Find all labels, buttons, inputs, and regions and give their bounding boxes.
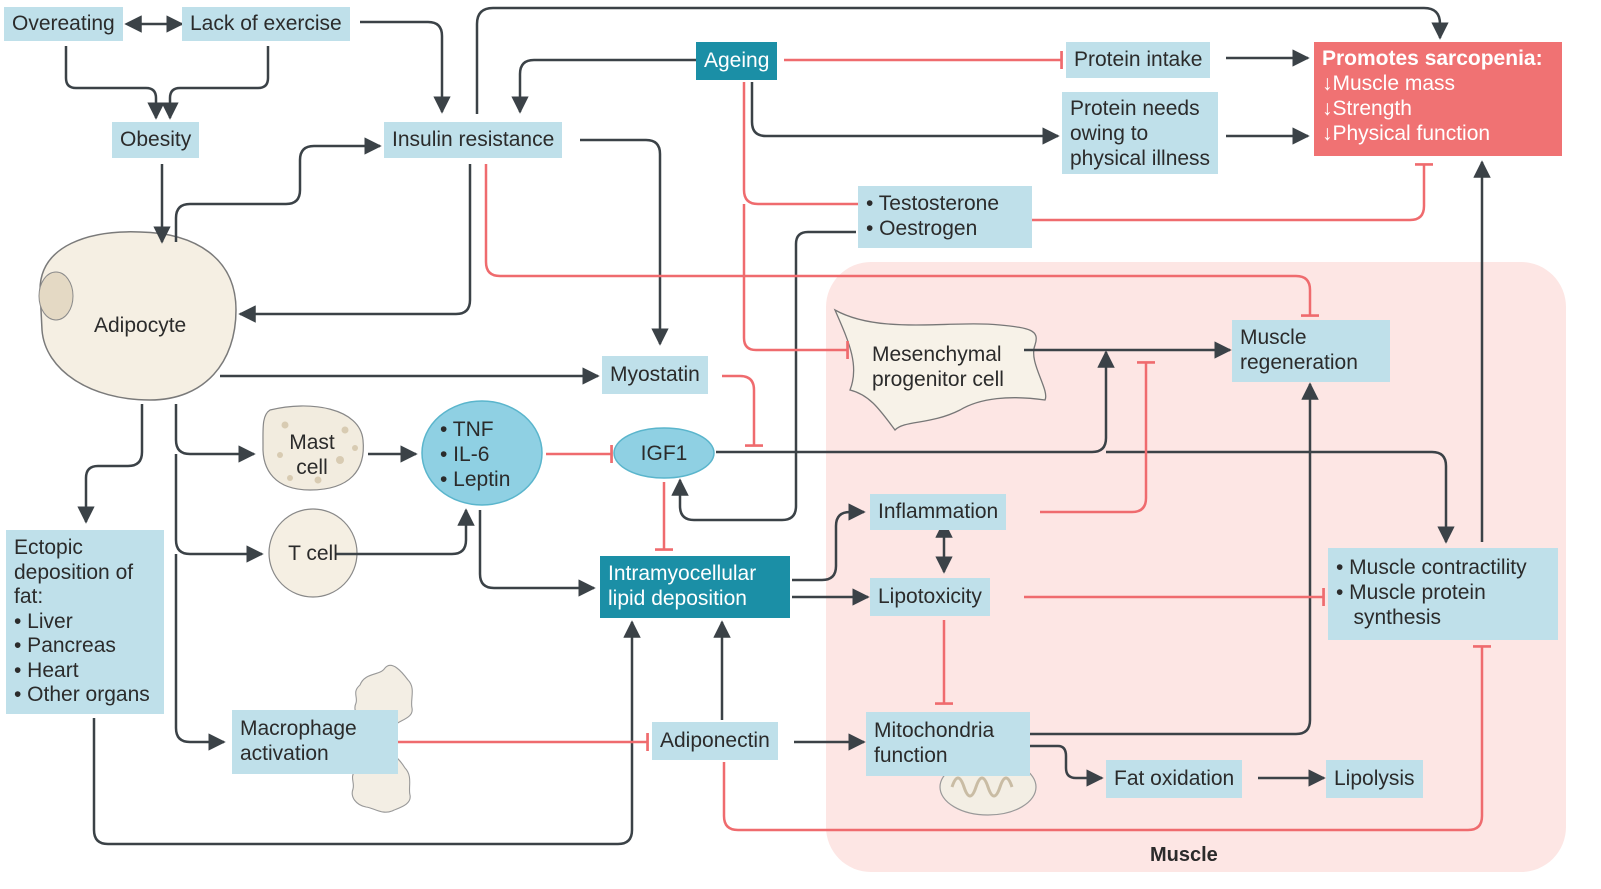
insulin-resistance-node: Insulin resistance [384,122,563,158]
lack-of-exercise-node: Lack of exercise [182,7,350,41]
adipocyte-nucleus [38,271,74,321]
overeating-node: Overeating [4,7,123,41]
ectopic-heart: • Heart [14,658,79,682]
cytokine-leptin: • Leptin [440,468,511,491]
protein-intake-node: Protein intake [1066,42,1211,78]
t-cell-label: T cell [288,542,338,565]
cytokine-bubble [421,400,543,506]
lipolysis-node: Lipolysis [1326,760,1423,798]
inflammation-node: Inflammation [870,494,1007,530]
intramyocellular-line-2: lipid deposition [608,587,747,610]
protein-needs-node: Protein needs owing to physical illness [1062,92,1219,174]
contractility-line-1: • Muscle contractility [1336,556,1527,579]
mesenchymal-cell [833,308,1047,431]
myostatin-node: Myostatin [602,356,708,394]
mitochondria-node: Mitochondria function [866,712,1030,776]
muscle-regeneration-line-1: Muscle [1240,326,1307,349]
macrophage-line-2: activation [240,742,329,765]
ectopic-line-3: fat: [14,585,44,608]
igf1-label: IGF1 [640,442,688,465]
adipocyte-label: Adipocyte [94,314,187,337]
hormones-line-2: • Oestrogen [866,217,978,240]
protein-needs-line-3: physical illness [1070,147,1211,170]
mast-cell-line-1: Mast [289,431,335,454]
protein-needs-line-2: owing to [1070,122,1149,145]
sarcopenia-line-3: ↓Physical function [1322,122,1491,145]
mast-cell-label: Mast cell [285,430,339,480]
intramyocellular-line-1: Intramyocellular [608,562,757,585]
mesenchymal-line-2: progenitor cell [872,368,1004,391]
macrophage-activation-node: Macrophage activation [232,710,398,774]
mitochondria-line-2: function [874,744,948,767]
ectopic-pancreas: • Pancreas [14,634,116,657]
muscle-regeneration-line-2: regeneration [1240,351,1358,374]
mesenchymal-line-1: Mesenchymal [872,343,1002,366]
muscle-contractility-node: • Muscle contractility • Muscle protein … [1328,548,1558,640]
mesenchymal-label: Mesenchymal progenitor cell [872,342,1004,392]
adiponectin-node: Adiponectin [652,722,778,760]
ectopic-other-organs: • Other organs [14,683,150,706]
contractility-line-3: synthesis [1336,606,1442,629]
ectopic-liver: • Liver [14,609,73,633]
hormones-node: • Testosterone • Oestrogen [858,186,1032,248]
muscle-regeneration-node: Muscle regeneration [1232,320,1390,382]
cytokine-il6: • IL-6 [440,443,490,466]
sarcopenia-line-1: ↓Muscle mass [1322,72,1456,95]
contractility-line-2: • Muscle protein [1336,581,1486,604]
sarcopenia-title: Promotes sarcopenia: [1322,47,1543,70]
cytokine-tnf: • TNF [440,418,494,441]
ectopic-deposition-node: Ectopic deposition of fat: • Liver • Pan… [6,530,164,714]
mitochondria-line-1: Mitochondria [874,719,995,742]
intramyocellular-node: Intramyocellular lipid deposition [600,556,790,618]
protein-needs-line-1: Protein needs [1070,97,1200,120]
ageing-node: Ageing [696,42,778,80]
sarcopenia-node: Promotes sarcopenia: ↓Muscle mass ↓Stren… [1314,42,1562,156]
muscle-region-label: Muscle [1150,844,1218,866]
macrophage-line-1: Macrophage [240,717,357,740]
mast-cell-shape [262,405,364,491]
obesity-node: Obesity [112,122,200,158]
igf1-bubble [613,427,715,479]
hormones-line-1: • Testosterone [866,192,1000,215]
fat-oxidation-node: Fat oxidation [1106,760,1243,798]
mast-cell-line-2: cell [296,456,328,479]
lipotoxicity-node: Lipotoxicity [870,578,990,616]
sarcopenia-line-2: ↓Strength [1322,97,1412,120]
adipocyte-cell [39,231,237,401]
cytokines-label: • TNF • IL-6 • Leptin [440,417,510,492]
ectopic-line-1: Ectopic [14,536,83,559]
ectopic-line-2: deposition of [14,560,134,584]
